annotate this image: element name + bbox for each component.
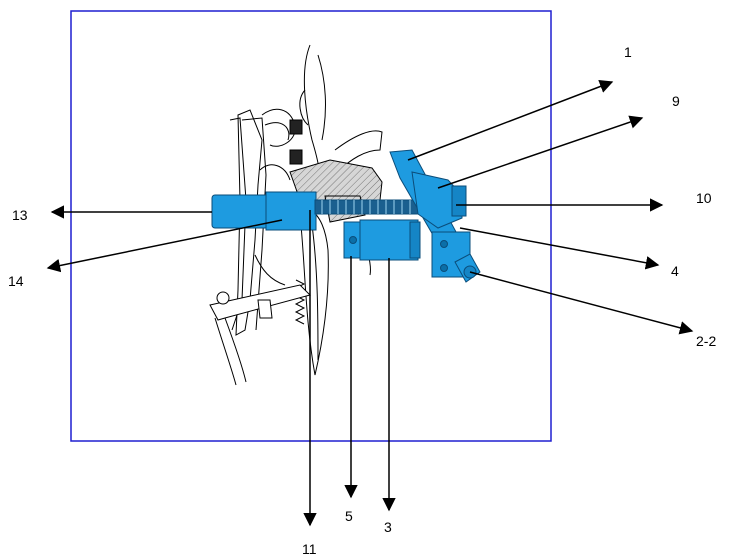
callout-9: 9 [672,93,680,109]
callout-5: 5 [345,508,353,524]
part-10-cap [451,185,467,217]
arrow-2-2 [469,271,694,335]
part-14-sleeve [265,191,317,231]
part-13-knob [211,194,271,229]
callout-4: 4 [671,263,679,279]
arrow-4 [459,227,660,270]
callout-14: 14 [8,273,24,289]
callout-2-2: 2-2 [696,333,716,349]
arrow-1 [407,80,614,161]
callout-11: 11 [302,541,317,557]
callout-labels: 1 9 10 4 2-2 13 14 11 5 3 [8,44,716,557]
arrow-9 [437,115,644,189]
callout-1: 1 [624,44,632,60]
callout-10: 10 [696,190,712,206]
part-9-housing [411,171,463,229]
callout-arrows [46,80,694,527]
blue-tool-assembly [211,149,481,283]
drawing-frame [70,10,552,442]
callout-3: 3 [384,519,392,535]
callout-13: 13 [12,207,28,223]
arrow-14 [46,219,283,273]
part-3-block [359,219,419,261]
threaded-rod [314,199,421,215]
